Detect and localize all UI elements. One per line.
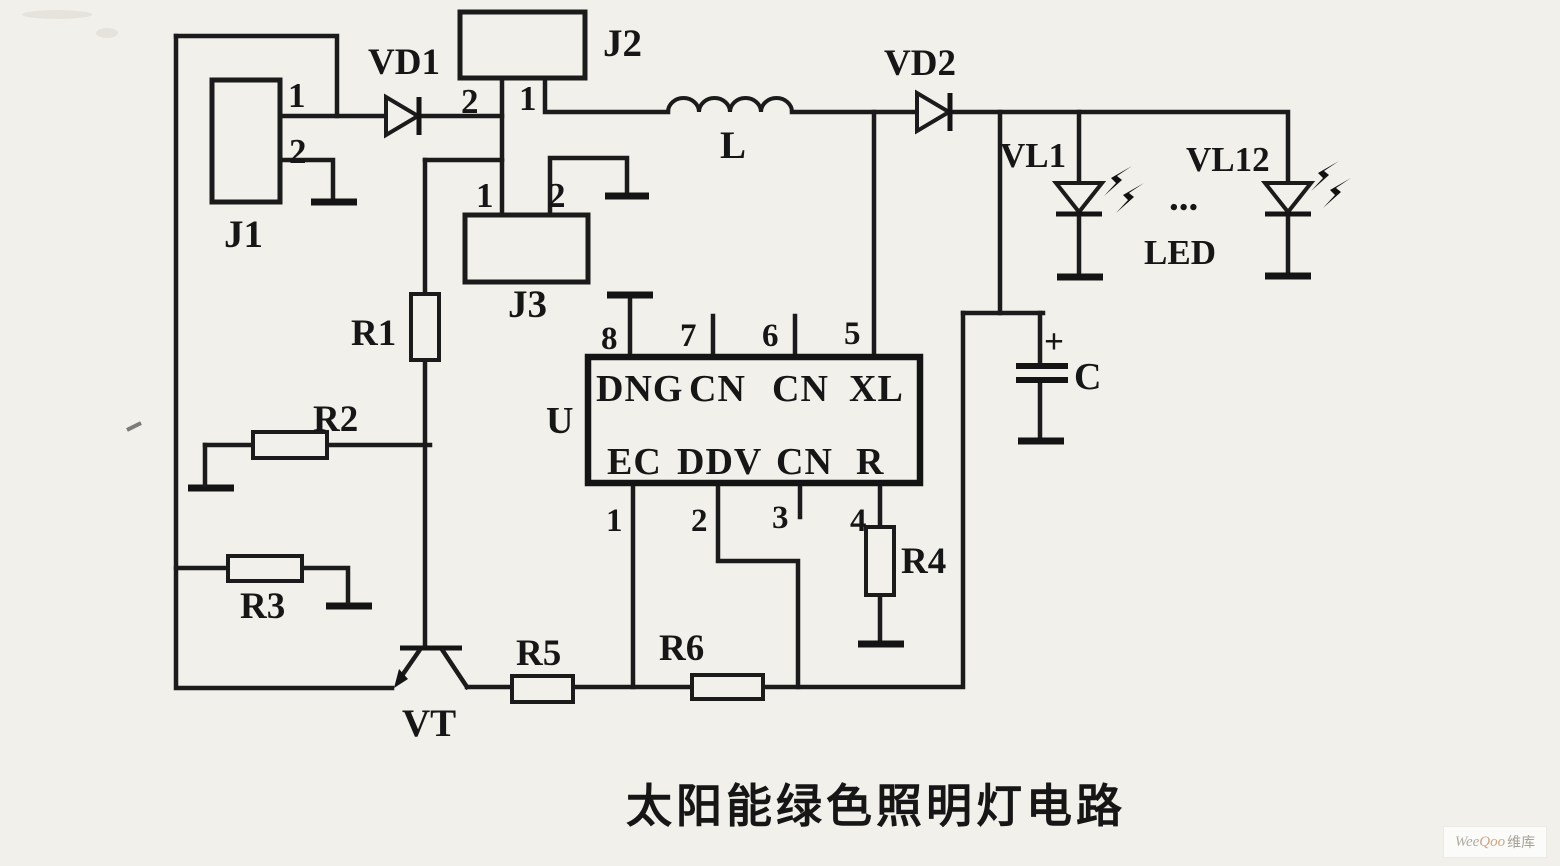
vd1-triangle: [384, 93, 422, 139]
j3-pin2-number: 2: [548, 176, 566, 215]
j3-body: [462, 212, 591, 285]
ic-pin3-number: 3: [772, 500, 789, 536]
vt-label: VT: [402, 702, 456, 745]
j3-label: J3: [508, 283, 547, 326]
r2-body: [251, 430, 329, 460]
j1-body: [209, 77, 283, 205]
resistor-r1: R1: [351, 292, 441, 362]
vl1-label: VL1: [1000, 136, 1066, 175]
ic-u: U 8 7 6 5 DNG CN CN XL EC DDV CN R 1 2 3…: [546, 316, 924, 539]
r6-body: [690, 673, 765, 701]
ic-pad-cn-top1: CN: [689, 368, 746, 410]
wires: [126, 33, 1291, 691]
inductor-label: L: [720, 124, 746, 167]
resistor-r4: R4: [864, 525, 946, 597]
ic-pin4-number: 4: [850, 503, 867, 539]
scan-speck: [96, 28, 118, 38]
j2-pin2-number: 2: [461, 82, 479, 121]
ic-pad-ddv: DDV: [677, 441, 762, 483]
vl12-light-arrow-1: [1311, 161, 1339, 191]
wire-j3p2-to-gnd: [547, 155, 630, 218]
r2-label: R2: [313, 399, 358, 440]
led-vl1: VL1: [1000, 136, 1144, 217]
grounds: [188, 192, 1311, 648]
vt-emitter-arrow: [394, 669, 408, 688]
led-ellipsis: ...: [1169, 176, 1198, 219]
transistor-vt: VT: [394, 645, 471, 745]
ic-pin7-number: 7: [680, 318, 697, 354]
inductor-l: L: [666, 96, 794, 167]
vd2-triangle: [915, 89, 953, 135]
vd1-label: VD1: [368, 42, 440, 83]
ic-body: [584, 353, 924, 487]
j2-body: [457, 9, 588, 81]
inductor-coil: [666, 96, 794, 113]
vd2-label: VD2: [884, 43, 956, 84]
diode-vd2: VD2: [884, 43, 956, 135]
ic-pad-ec: EC: [607, 441, 662, 483]
vt-emitter-lead: [397, 647, 423, 681]
ic-pad-cn-bottom: CN: [776, 441, 833, 483]
wire-led-rail: [948, 109, 1291, 186]
ic-designator: U: [546, 400, 574, 442]
r5-label: R5: [516, 633, 561, 674]
vl12-label: VL12: [1186, 140, 1270, 179]
r4-body: [864, 525, 896, 597]
ic-pin1-number: 1: [606, 503, 623, 539]
ic-pin6-number: 6: [762, 318, 779, 354]
ic-pad-xl: XL: [849, 368, 904, 410]
led-vl12: VL12: [1186, 140, 1351, 217]
wire-j1p2-to-gnd: [277, 157, 336, 201]
scan-speck: [22, 10, 92, 19]
wire-j2p1-to-inductor: [542, 75, 671, 115]
r3-body: [226, 554, 304, 583]
watermark-brand-1: Wee: [1454, 833, 1480, 850]
ic-pad-dng: DNG: [596, 368, 683, 410]
connector-j2: J2 2 1: [457, 9, 642, 121]
ic-pad-r: R: [856, 441, 884, 483]
resistor-r5: R5: [510, 633, 575, 704]
j2-pin1-number: 1: [519, 79, 537, 118]
ic-pad-cn-top2: CN: [772, 368, 829, 410]
diode-vd1: VD1: [368, 42, 440, 139]
j3-pin1-number: 1: [476, 176, 494, 215]
page-title: 太阳能绿色照明灯电路: [626, 781, 1126, 832]
j2-label: J2: [603, 22, 642, 65]
watermark-brand-2: Qoo: [1479, 833, 1506, 850]
vl1-light-arrow-2: [1116, 183, 1144, 213]
vl1-triangle: [1051, 181, 1107, 216]
vl12-triangle: [1260, 181, 1316, 216]
j1-label: J1: [224, 213, 263, 256]
vl1-light-arrow-1: [1104, 166, 1132, 196]
wire-topleft-loop: [173, 33, 340, 119]
c-label: C: [1074, 356, 1102, 398]
ic-pin8-number: 8: [601, 321, 618, 357]
ic-pin5-number: 5: [844, 316, 861, 352]
resistor-r6: R6: [659, 628, 765, 701]
wire-ic-pin2-drop: [715, 480, 801, 690]
vl12-light-arrow-2: [1323, 178, 1351, 208]
capacitor-c: + C: [1016, 322, 1102, 398]
watermark-suffix: 维库: [1507, 836, 1536, 851]
wire-left-rail: [173, 33, 395, 691]
led-group-label: LED: [1144, 233, 1216, 272]
vt-collector-lead: [439, 647, 471, 691]
j1-pin1-number: 1: [288, 76, 306, 115]
c-polarity: +: [1044, 322, 1064, 361]
r4-label: R4: [901, 541, 946, 582]
r6-label: R6: [659, 628, 704, 669]
resistor-r3: R3: [173, 554, 351, 627]
ic-pin2-number: 2: [691, 503, 708, 539]
j1-pin2-number: 2: [289, 132, 307, 171]
connector-j1: J1 1 2: [209, 76, 307, 256]
resistor-r2: R2: [202, 399, 433, 488]
r1-body: [409, 292, 441, 362]
r5-body: [510, 674, 575, 704]
pencil-mark: [126, 421, 142, 432]
connector-j3: J3 1 2: [462, 176, 591, 326]
r1-label: R1: [351, 313, 396, 354]
r3-label: R3: [240, 586, 285, 627]
